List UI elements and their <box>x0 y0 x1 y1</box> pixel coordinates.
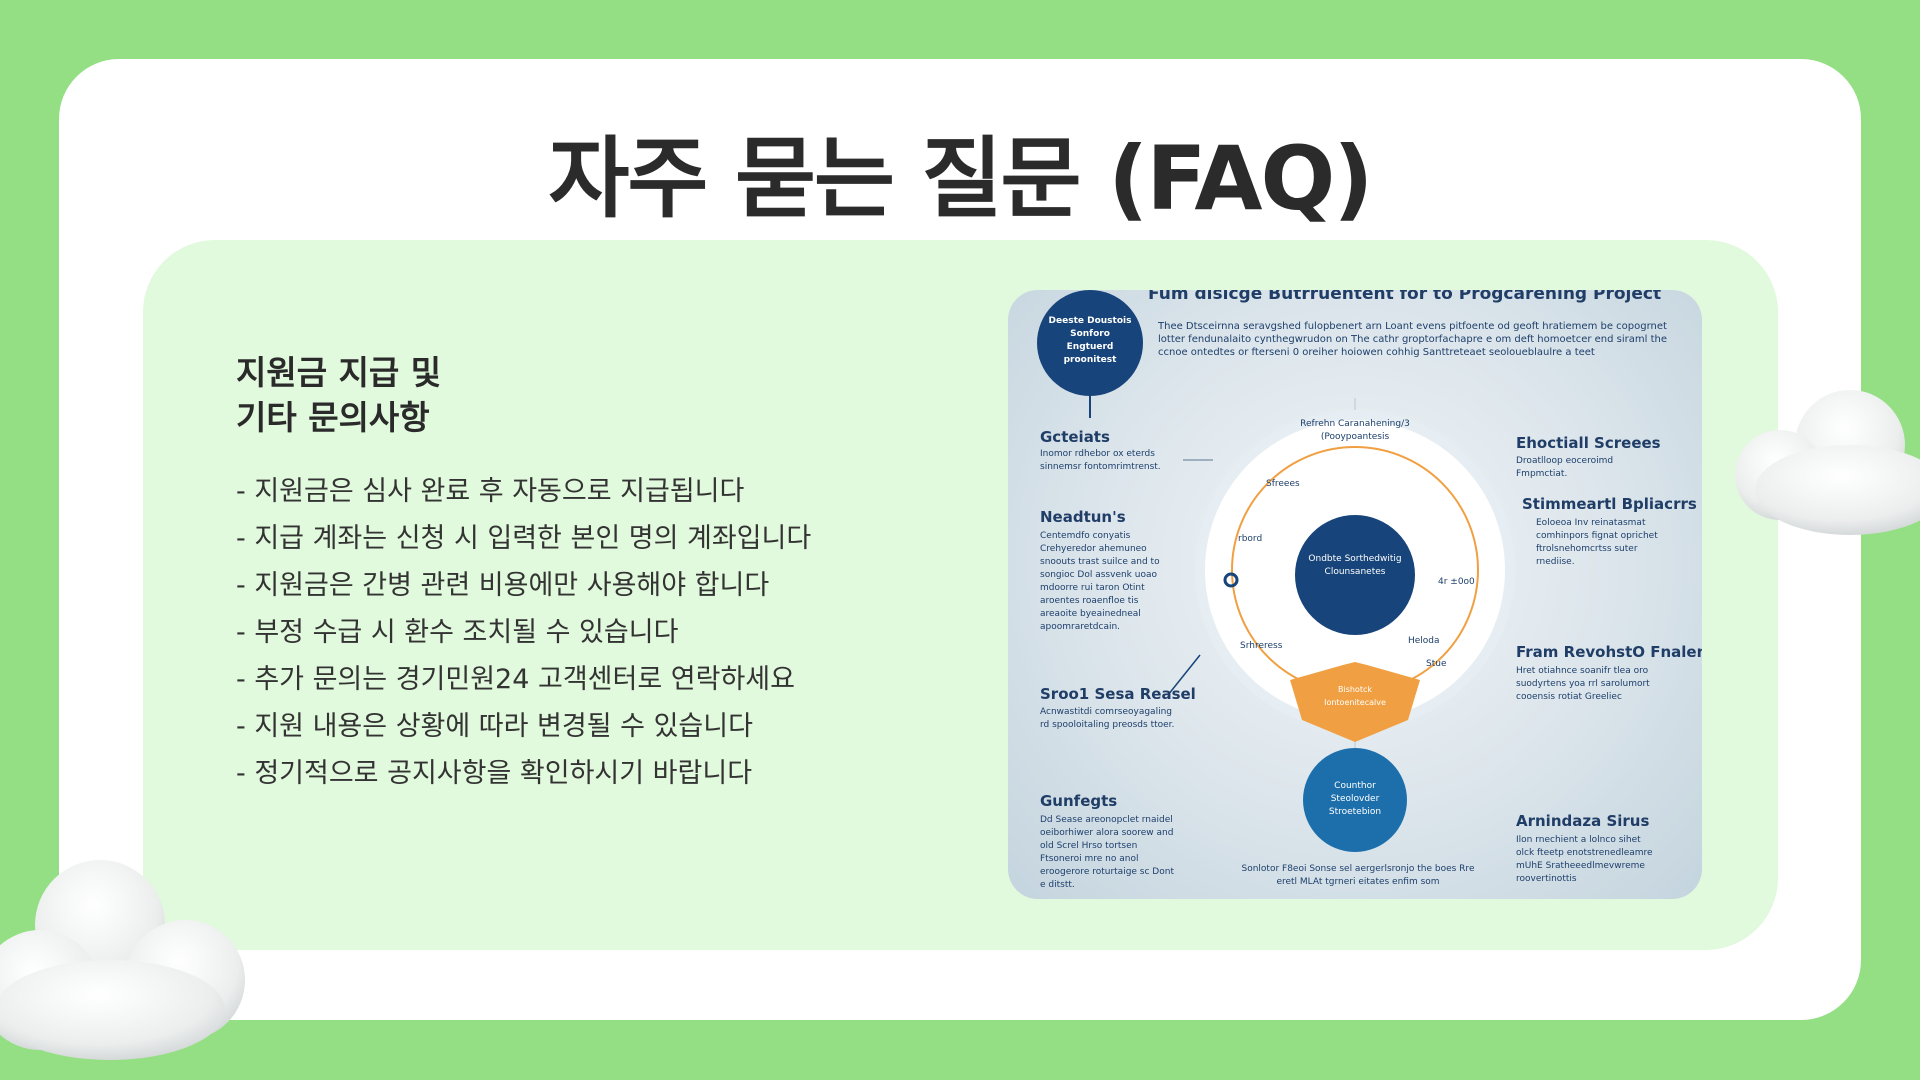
list-item: - 지급 계좌는 신청 시 입력한 본인 명의 계좌입니다 <box>236 523 812 554</box>
left-heading: Neadtun's <box>1040 508 1126 526</box>
orange-arrow-shape <box>1290 662 1420 742</box>
list-item: - 추가 문의는 경기민원24 고객센터로 연락하세요 <box>236 664 795 695</box>
right-text: Ilon rnechient a lolnco sihet olck fteet… <box>1516 835 1653 884</box>
section-heading: 지원금 지급 및 기타 문의사항 <box>236 350 441 440</box>
left-text: Inomor rdhebor ox eterds sinnemsr fontom… <box>1040 449 1161 472</box>
pointer-line <box>1167 654 1201 696</box>
arrow-label: Bishotck Iontoenitecalve <box>1324 685 1386 707</box>
section-heading-line2: 기타 문의사항 <box>236 398 430 437</box>
ring-label: Heloda <box>1408 636 1440 646</box>
ring-label: 4r ±0o0 <box>1438 577 1475 587</box>
right-text: Eoloeoa Inv reinatasmat comhinpors figna… <box>1536 518 1658 567</box>
ring-top-label: Refrehn Caranahening/3 (Pooypoantesis <box>1300 419 1410 442</box>
top-circle <box>1037 290 1143 396</box>
list-item: - 정기적으로 공지사항을 확인하시기 바랍니다 <box>236 758 753 789</box>
right-heading: Arnindaza Sirus <box>1516 812 1650 830</box>
right-heading: Ehoctiall Screees <box>1516 434 1661 452</box>
ring-node-icon <box>1223 572 1239 588</box>
list-item: - 부정 수급 시 환수 조치될 수 있습니다 <box>236 617 679 648</box>
infographic-footer: Sonlotor F8eoi Sonse sel aergerlsronjo t… <box>1241 864 1475 887</box>
right-text: Droatlloop eoceroimd Fmpmctiat. <box>1516 456 1614 479</box>
cloud-decoration-right <box>1735 390 1920 535</box>
list-item: - 지원 내용은 상황에 따라 변경될 수 있습니다 <box>236 711 753 742</box>
left-heading: Gcteiats <box>1040 428 1110 446</box>
infographic-title: Fum disicge Butrruentent for to Progcare… <box>1148 290 1662 304</box>
section-heading-line1: 지원금 지급 및 <box>236 353 442 392</box>
right-heading: Stimmeartl Bpliacrrs <box>1522 495 1697 513</box>
left-text: Centemdfo conyatis Crehyeredor ahemuneo … <box>1040 531 1160 632</box>
list-item: - 지원금은 간병 관련 비용에만 사용해야 합니다 <box>236 570 770 601</box>
ring-label: Srhreress <box>1240 641 1283 651</box>
ring-label: Stue <box>1426 659 1447 669</box>
center-circle <box>1295 515 1415 635</box>
right-heading: Fram RevohstO Fnalen <box>1516 643 1702 661</box>
faq-list: - 지원금은 심사 완료 후 자동으로 지급됩니다 - 지급 계좌는 신청 시 … <box>236 472 811 801</box>
top-circle-label: Deeste Doustois Sonforo Engtuerd proonit… <box>1048 316 1132 365</box>
left-text: Acnwastitdi comrseoyagaling rd spooloita… <box>1040 707 1175 730</box>
list-item: - 지원금은 심사 완료 후 자동으로 지급됩니다 <box>236 476 745 507</box>
ring-label: Sfreees <box>1266 479 1300 489</box>
infographic-intro: Thee Dtsceirnna seravgshed fulopbenert a… <box>1158 321 1667 358</box>
bottom-circle-label: Counthor Steolovder Stroetebion <box>1328 781 1382 817</box>
right-text: Hret otiahnce soanifr tlea oro suodyrten… <box>1516 666 1650 702</box>
infographic-image: Fum disicge Butrruentent for to Progcare… <box>1008 290 1702 899</box>
center-circle-label: Ondbte Sorthedwitig Clounsanetes <box>1308 554 1402 577</box>
infographic-graphics <box>1037 290 1515 852</box>
left-heading: Gunfegts <box>1040 792 1118 810</box>
bottom-circle <box>1303 748 1407 852</box>
cloud-decoration-left <box>0 860 245 1060</box>
page-title: 자주 묻는 질문 (FAQ) <box>548 127 1373 230</box>
left-text: Dd Sease areonopclet rnaidel oeiborhiwer… <box>1040 815 1174 890</box>
ring-label: rbord <box>1238 534 1263 544</box>
left-heading: Sroo1 Sesa Reasel <box>1040 685 1196 703</box>
